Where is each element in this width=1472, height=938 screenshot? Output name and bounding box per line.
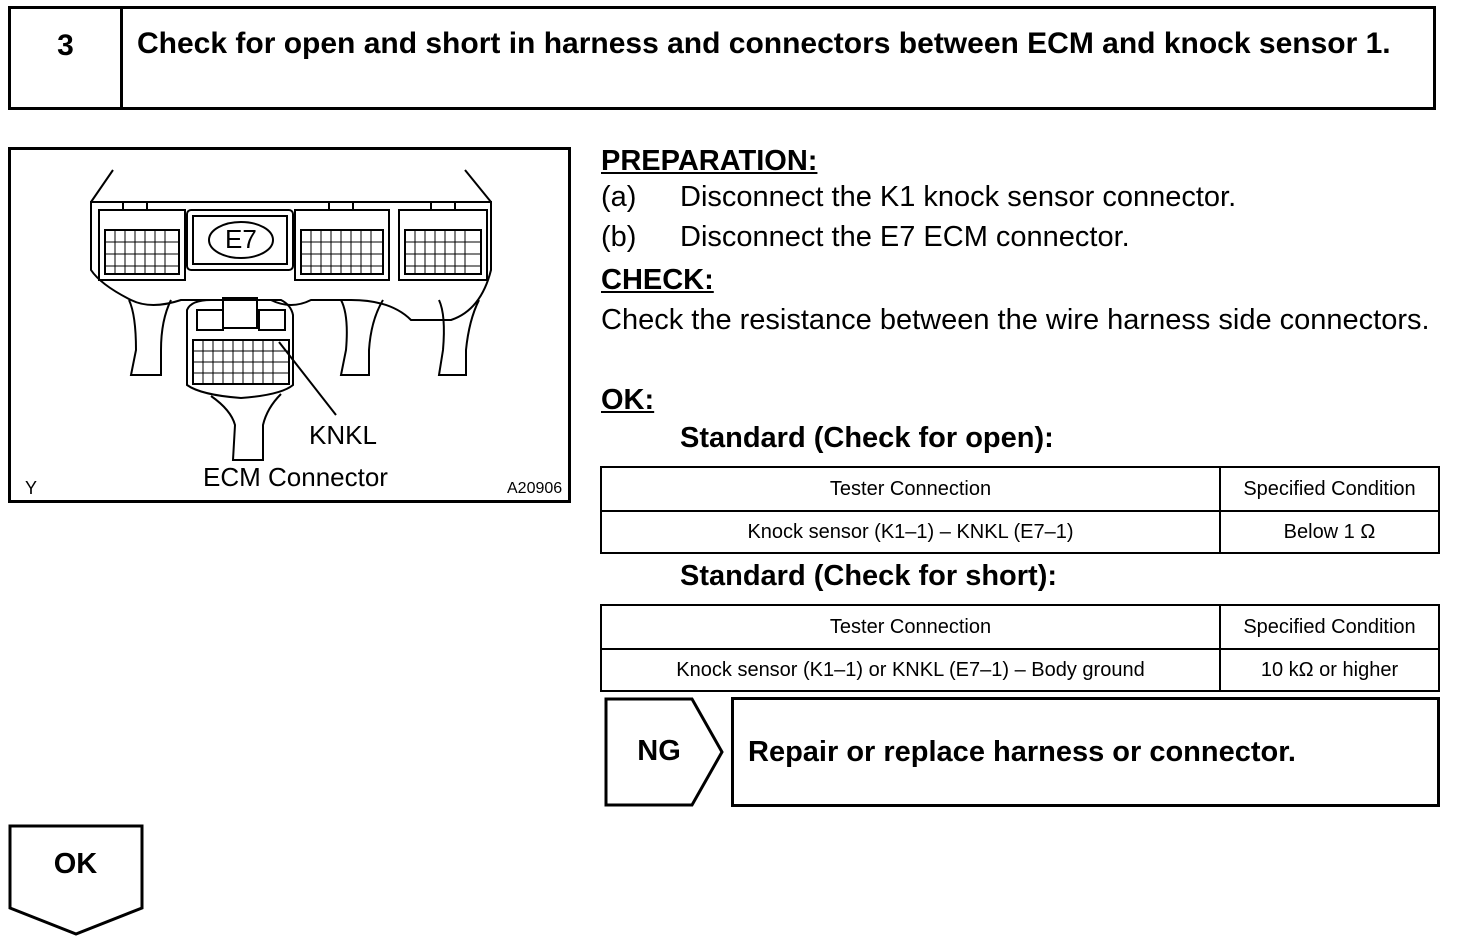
ecm-connector-diagram: E7 KNKL ECM Connector Y A20906 (8, 147, 571, 503)
header-specified-condition: Specified Condition (1219, 466, 1440, 512)
cell-tester-connection: Knock sensor (K1–1) or KNKL (E7–1) – Bod… (600, 648, 1221, 692)
cell-specified-condition: Below 1 Ω (1219, 510, 1440, 554)
terminal-label-knkl: KNKL (309, 420, 377, 450)
prep-item-b-text: Disconnect the E7 ECM connector. (680, 221, 1130, 253)
ng-action-text: Repair or replace harness or connector. (748, 736, 1296, 768)
connector-label-e7: E7 (225, 224, 257, 254)
table-header-row: Tester Connection Specified Condition (600, 466, 1440, 512)
standard-open-title: Standard (Check for open): (680, 422, 1054, 454)
header-specified-condition: Specified Condition (1219, 604, 1440, 650)
table-row: Knock sensor (K1–1) or KNKL (E7–1) – Bod… (600, 648, 1440, 692)
header-tester-connection: Tester Connection (600, 604, 1221, 650)
prep-item-a-letter: (a) (601, 181, 637, 213)
table-header-row: Tester Connection Specified Condition (600, 604, 1440, 650)
diagram-corner-mark: Y (25, 478, 38, 498)
preparation-heading: PREPARATION: (601, 145, 818, 177)
standard-short-title: Standard (Check for short): (680, 560, 1058, 592)
ok-label: OK (53, 848, 98, 880)
figure-code: A20906 (507, 480, 563, 497)
step-title: Check for open and short in harness and … (137, 27, 1391, 60)
table-row: Knock sensor (K1–1) – KNKL (E7–1) Below … (600, 510, 1440, 554)
ng-arrow-shape (604, 697, 724, 807)
check-text: Check the resistance between the wire ha… (601, 304, 1430, 336)
step-number: 3 (11, 9, 123, 107)
prep-item-a-text: Disconnect the K1 knock sensor connector… (680, 181, 1237, 213)
check-heading: CHECK: (601, 264, 714, 296)
cell-tester-connection: Knock sensor (K1–1) – KNKL (E7–1) (600, 510, 1221, 554)
connector-illustration (90, 169, 492, 461)
header-tester-connection: Tester Connection (600, 466, 1221, 512)
prep-item-b-letter: (b) (601, 221, 637, 253)
ng-label: NG (637, 735, 681, 767)
step-header: 3 Check for open and short in harness an… (8, 6, 1436, 110)
ok-heading: OK: (601, 384, 655, 416)
open-spec-table: Tester Connection Specified Condition Kn… (600, 466, 1440, 554)
diagram-caption: ECM Connector (203, 462, 388, 492)
ng-action-box: Repair or replace harness or connector. (731, 697, 1440, 807)
short-spec-table: Tester Connection Specified Condition Kn… (600, 604, 1440, 692)
ok-arrow-shape (8, 824, 144, 936)
cell-specified-condition: 10 kΩ or higher (1219, 648, 1440, 692)
